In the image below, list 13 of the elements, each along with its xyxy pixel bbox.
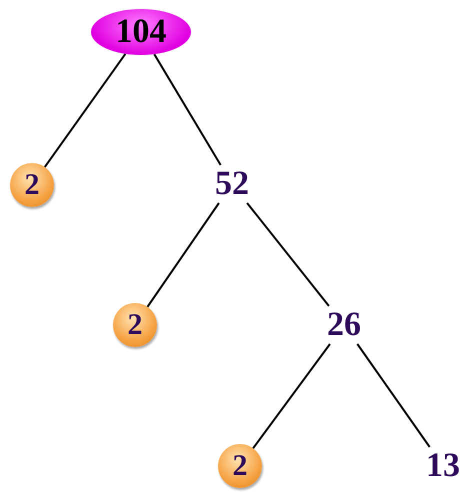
number-text: 26 — [319, 306, 369, 344]
connector-line — [44, 53, 126, 168]
factor-circle: 2 — [218, 444, 262, 488]
number-ellipse: 104 — [91, 9, 191, 55]
connector-line — [246, 202, 330, 307]
number-text: 52 — [207, 165, 257, 203]
connector-line — [153, 54, 222, 166]
connector-line — [252, 343, 331, 449]
factor-circle: 2 — [10, 163, 54, 207]
connector-line — [146, 202, 220, 308]
connector-line — [356, 343, 430, 448]
number-text: 13 — [418, 447, 468, 485]
factor-circle: 2 — [113, 303, 157, 347]
